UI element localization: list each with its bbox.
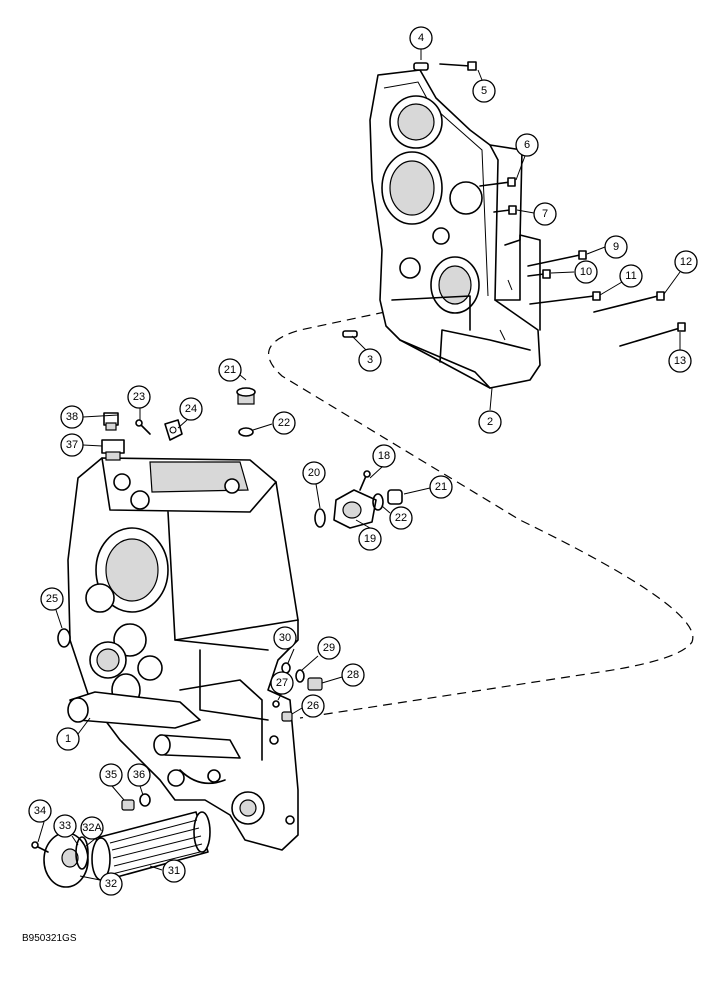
callout-label: 26 xyxy=(307,700,319,712)
callout-28: 28 xyxy=(341,663,365,687)
callout-label: 12 xyxy=(680,256,692,268)
callout-label: 31 xyxy=(168,865,180,877)
transmission-housing xyxy=(67,457,299,851)
callout-label: 9 xyxy=(613,241,619,253)
callout-label: 35 xyxy=(105,769,117,781)
callout-6: 6 xyxy=(515,133,539,157)
callout-label: 3 xyxy=(367,354,373,366)
callout-33: 33 xyxy=(53,814,77,838)
callout-label: 22 xyxy=(278,417,290,429)
callout-29: 29 xyxy=(317,636,341,660)
callout-22-right: 22 xyxy=(389,506,413,530)
callout-label: 25 xyxy=(46,593,58,605)
callout-label: 28 xyxy=(347,669,359,681)
figure-code: B950321GS xyxy=(22,933,77,944)
callout-7: 7 xyxy=(533,202,557,226)
callout-1: 1 xyxy=(56,727,80,751)
callout-18: 18 xyxy=(372,444,396,468)
callout-3: 3 xyxy=(358,348,382,372)
callout-30: 30 xyxy=(273,626,297,650)
callout-label: 34 xyxy=(34,805,46,817)
callout-24: 24 xyxy=(179,397,203,421)
callout-13: 13 xyxy=(668,349,692,373)
callout-label: 21 xyxy=(224,364,236,376)
callout-label: 11 xyxy=(625,270,636,282)
callout-31: 31 xyxy=(162,859,186,883)
callout-label: 18 xyxy=(378,450,390,462)
callout-label: 1 xyxy=(65,733,71,745)
leader-lines xyxy=(37,49,681,881)
callout-label: 22 xyxy=(395,512,407,524)
callout-label: 29 xyxy=(323,642,335,654)
callout-25: 25 xyxy=(40,587,64,611)
callout-label: 10 xyxy=(580,266,592,278)
small-parts xyxy=(31,61,686,888)
callout-label: 36 xyxy=(133,769,145,781)
callout-label: 2 xyxy=(487,416,493,428)
callout-label: 32A xyxy=(82,822,102,834)
callout-label: 37 xyxy=(66,439,78,451)
callout-label: 6 xyxy=(524,139,530,151)
callout-2: 2 xyxy=(478,410,502,434)
rear-cover-plate xyxy=(369,69,541,389)
callout-label: 38 xyxy=(66,411,78,423)
callout-label: 21 xyxy=(435,481,447,493)
callout-label: 30 xyxy=(279,632,291,644)
callout-12: 12 xyxy=(674,250,698,274)
callout-19: 19 xyxy=(358,527,382,551)
callout-label: 20 xyxy=(308,467,320,479)
callout-32A: 32A xyxy=(80,816,104,840)
callout-label: 4 xyxy=(418,32,424,44)
callout-label: 7 xyxy=(542,208,548,220)
callout-label: 33 xyxy=(59,820,71,832)
callout-label: 5 xyxy=(481,85,487,97)
callout-37: 37 xyxy=(60,433,84,457)
callout-label: 24 xyxy=(185,403,197,415)
callout-32: 32 xyxy=(99,872,123,896)
callout-5: 5 xyxy=(472,79,496,103)
callout-label: 23 xyxy=(133,391,145,403)
callout-10: 10 xyxy=(574,260,598,284)
callout-26: 26 xyxy=(301,694,325,718)
callout-21-top: 21 xyxy=(218,358,242,382)
callout-20: 20 xyxy=(302,461,326,485)
callout-label: 32 xyxy=(105,878,117,890)
callout-9: 9 xyxy=(604,235,628,259)
callout-36: 36 xyxy=(127,763,151,787)
callout-35: 35 xyxy=(99,763,123,787)
callout-label: 13 xyxy=(674,355,686,367)
callout-38: 38 xyxy=(60,405,84,429)
callout-27: 27 xyxy=(270,671,294,695)
callout-4: 4 xyxy=(409,26,433,50)
callout-34: 34 xyxy=(28,799,52,823)
callout-21-right: 21 xyxy=(429,475,453,499)
assembly-guide-line xyxy=(267,311,694,719)
callout-label: 19 xyxy=(364,533,376,545)
callout-label: 27 xyxy=(276,677,288,689)
callout-22-top: 22 xyxy=(272,411,296,435)
callouts: 4 5 6 7 9 10 11 12 13 3 2 21 22 23 24 38… xyxy=(28,26,698,896)
callout-11: 11 xyxy=(619,264,643,288)
callout-23: 23 xyxy=(127,385,151,409)
